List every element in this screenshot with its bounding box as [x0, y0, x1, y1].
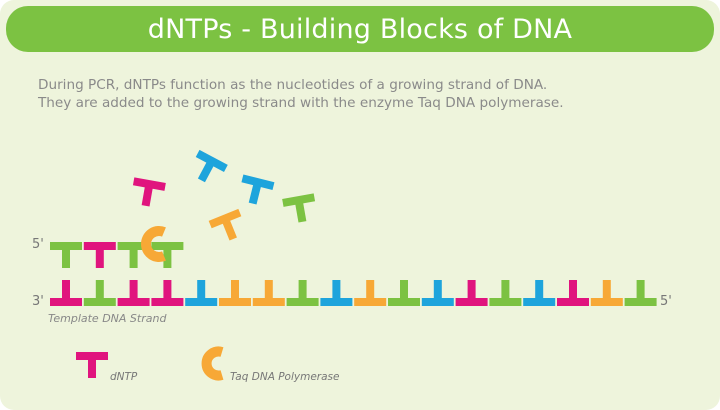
strand-bottom-5-prime-label: 5': [660, 294, 672, 309]
template-nucleotide: [455, 280, 488, 306]
polymerase-legend-icon: [201, 346, 224, 381]
template-nucleotide: [354, 280, 387, 306]
growing-nucleotide: [117, 242, 150, 268]
template-nucleotide: [83, 280, 116, 306]
template-nucleotide: [286, 280, 319, 306]
legend-dntp-label: dNTP: [110, 371, 138, 383]
free-dntp: [282, 193, 316, 223]
growing-nucleotide: [83, 242, 116, 268]
title-banner: dNTPs - Building Blocks of DNA: [6, 6, 714, 52]
template-strand-caption: Template DNA Strand: [48, 312, 167, 325]
template-nucleotide: [50, 280, 82, 306]
template-nucleotide: [185, 280, 218, 306]
free-dntp: [241, 174, 275, 205]
growing-nucleotide: [50, 242, 82, 268]
template-nucleotide: [252, 280, 285, 306]
growing-strand: [50, 242, 184, 268]
free-dntp: [208, 208, 242, 241]
template-nucleotide: [590, 280, 623, 306]
template-nucleotide: [421, 280, 454, 306]
growing-nucleotide: [151, 242, 184, 268]
template-strand: [50, 280, 657, 306]
description-line-2: They are added to the growing strand wit…: [38, 95, 564, 111]
template-nucleotide: [219, 280, 251, 306]
description-line-1: During PCR, dNTPs function as the nucleo…: [38, 77, 548, 93]
legend-polymerase: Taq DNA Polymerase: [201, 346, 339, 383]
strand-bottom-3-prime-label: 3': [32, 294, 44, 309]
strand-top-5-prime-label: 5': [32, 237, 44, 252]
free-nucleotides: [132, 149, 316, 241]
template-nucleotide: [320, 280, 353, 306]
dntp-legend-icon: [76, 352, 108, 378]
taq-polymerase-icon: [141, 226, 166, 262]
legend-polymerase-label: Taq DNA Polymerase: [230, 371, 339, 383]
legend-dntp: dNTP: [76, 352, 138, 383]
template-nucleotide: [151, 280, 184, 306]
template-nucleotide: [388, 280, 420, 306]
free-dntp: [132, 177, 166, 207]
template-nucleotide: [489, 280, 522, 306]
free-dntp: [195, 149, 228, 183]
template-nucleotide: [117, 280, 150, 306]
template-nucleotide: [523, 280, 556, 306]
page-title: dNTPs - Building Blocks of DNA: [147, 13, 573, 45]
dntp-legend-t: [76, 352, 108, 378]
template-nucleotide: [557, 280, 589, 306]
template-nucleotide: [624, 280, 657, 306]
description: During PCR, dNTPs function as the nucleo…: [38, 76, 708, 112]
